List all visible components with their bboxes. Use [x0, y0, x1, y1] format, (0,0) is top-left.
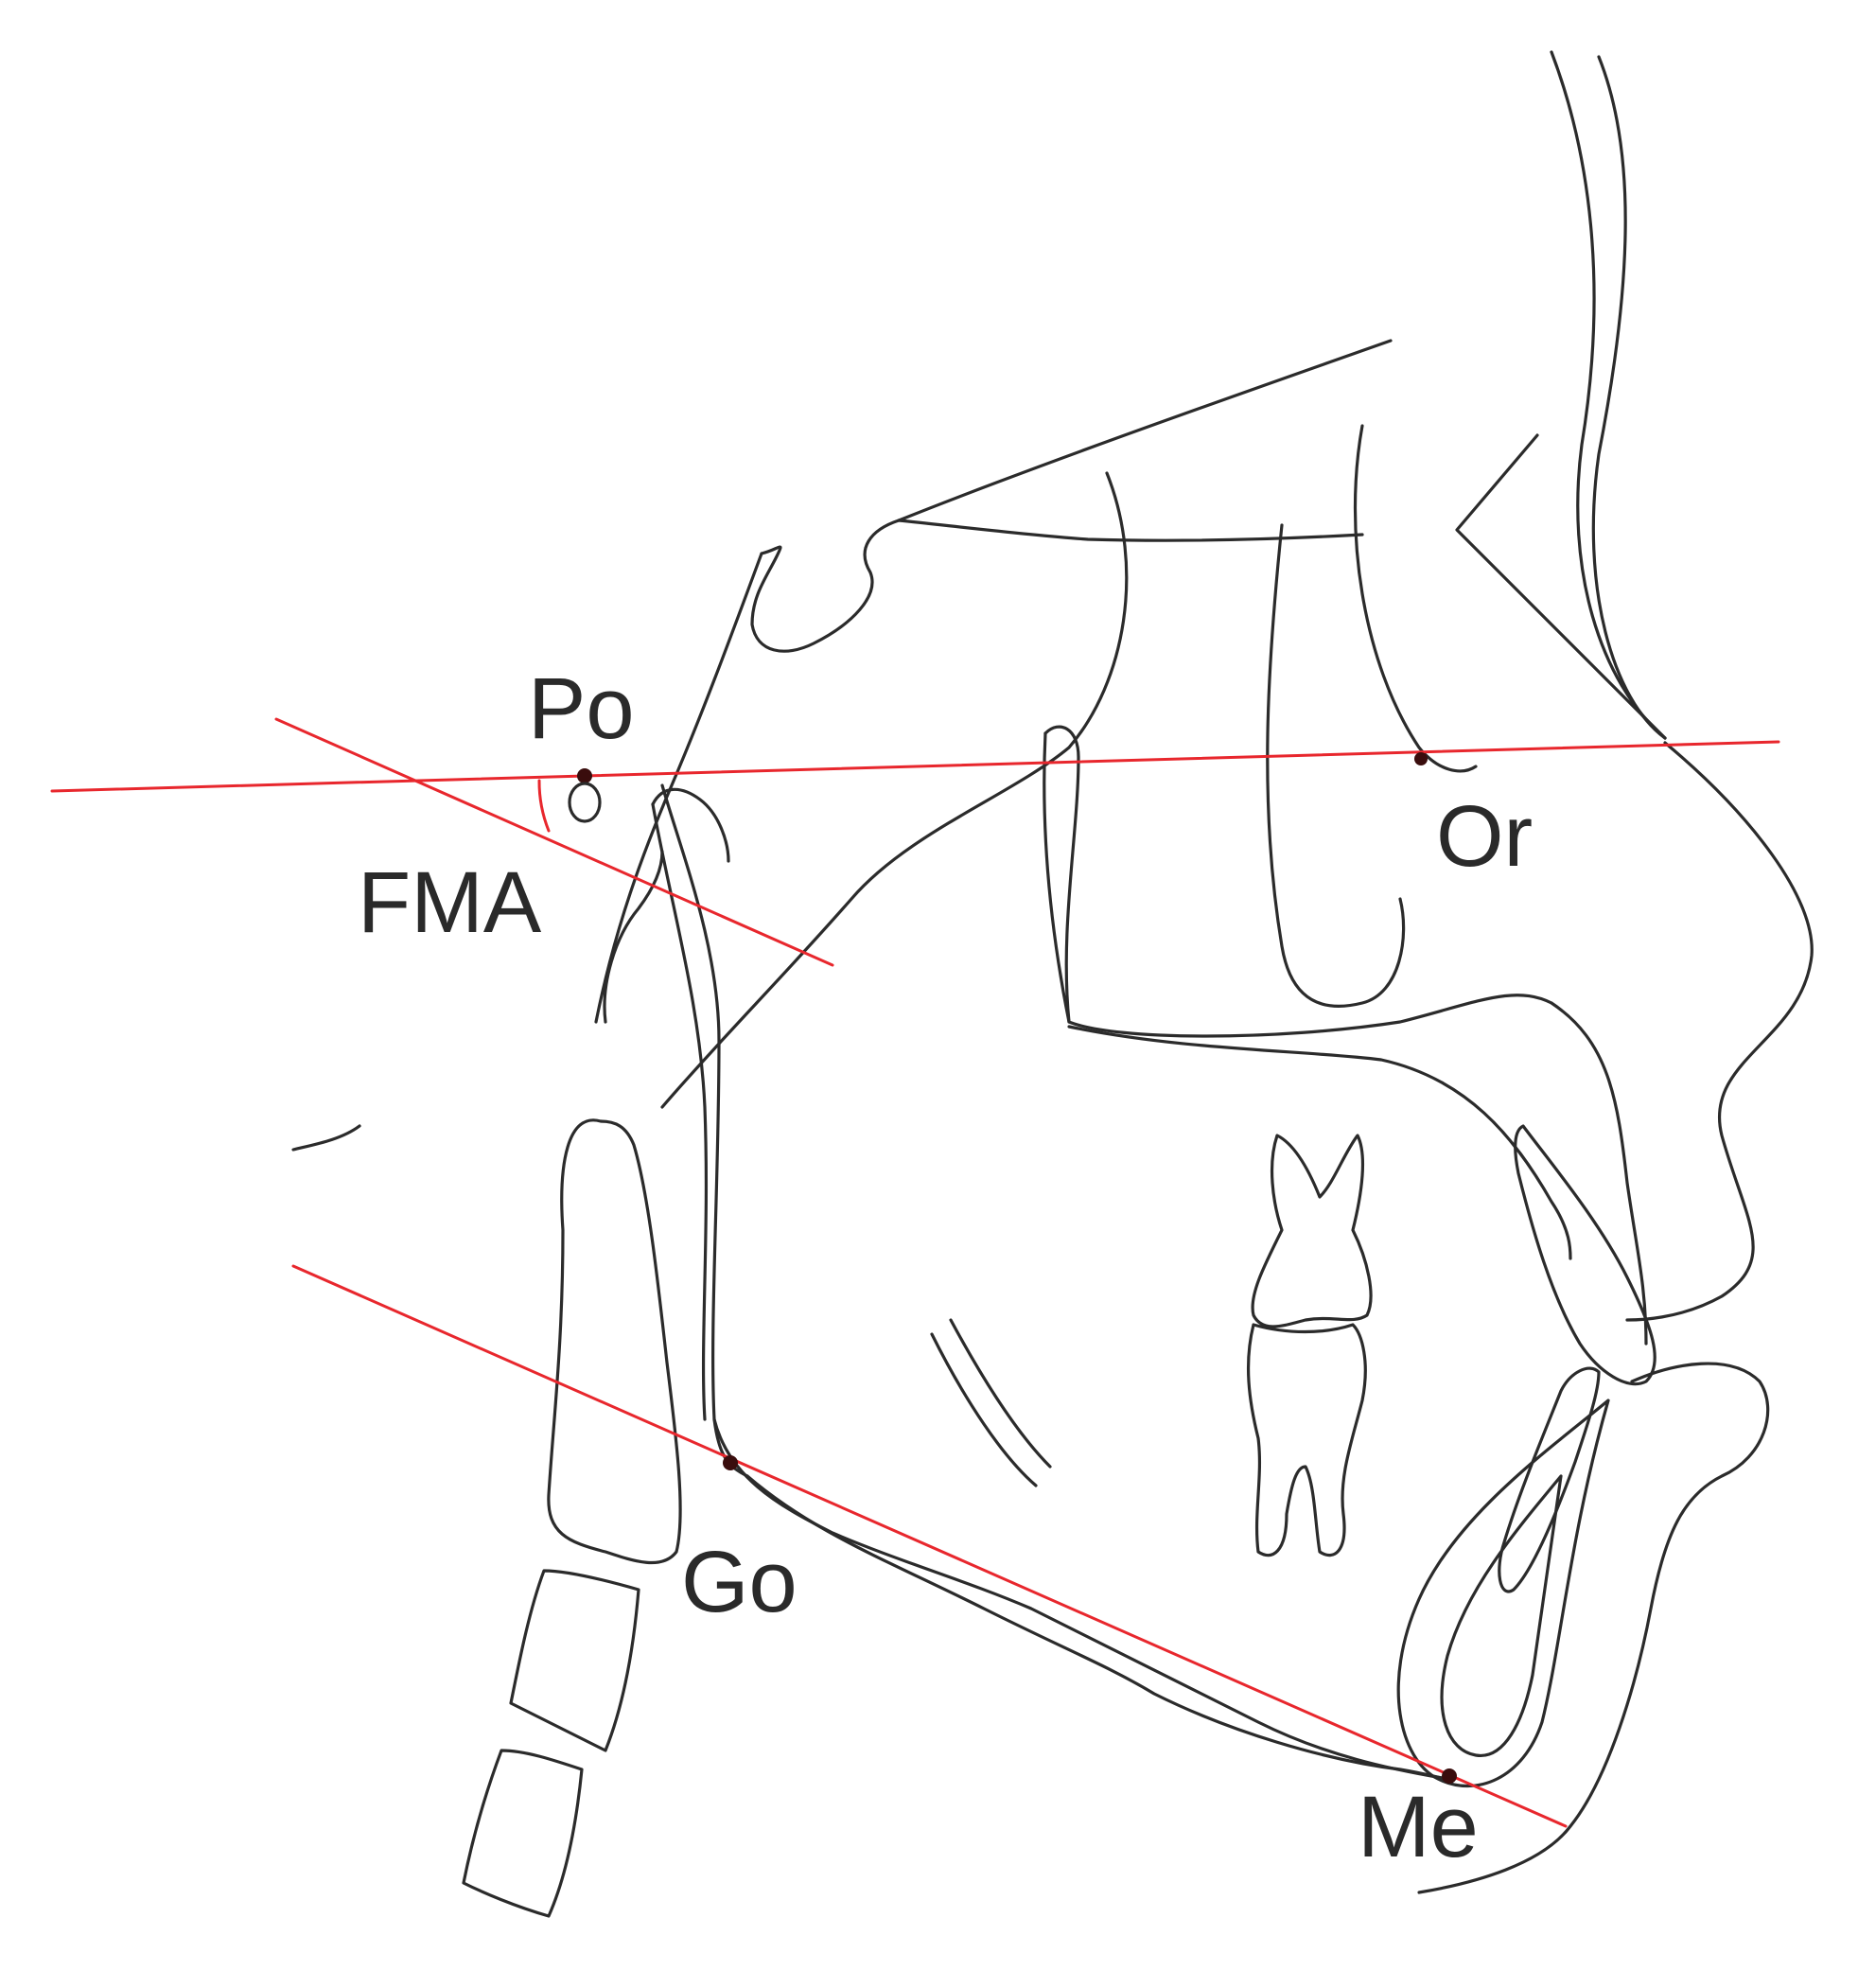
pterygoid-line [660, 471, 1129, 1109]
lower-lip [1417, 1362, 1770, 1894]
reference-lines [50, 717, 1780, 1828]
maxillary-sinus-posterior [1043, 725, 1080, 1024]
vertebra-dens [547, 1118, 682, 1565]
ramus-anterior [651, 802, 709, 1421]
porion-dot [577, 768, 592, 783]
nasal-bone-inner [1591, 55, 1667, 740]
coronoid-notch [603, 850, 664, 1024]
vertebra-c3 [462, 1749, 584, 1918]
orbit-frontal-process [1455, 433, 1667, 740]
label-go: Go [681, 1534, 798, 1630]
label-me: Me [1358, 1779, 1479, 1875]
pterygomaxillary-fissure [1266, 523, 1406, 1008]
mandibular-plane [291, 1264, 1568, 1828]
label-po: Po [528, 660, 635, 757]
maxilla-anterior [1067, 1025, 1572, 1260]
clivus [594, 552, 763, 1024]
anatomical-tracing [291, 50, 1814, 1918]
upper-incisor [1514, 1124, 1656, 1386]
ear-rod-ring [568, 782, 602, 823]
anterior-cranial-base [897, 339, 1393, 522]
ramus-posterior [660, 783, 749, 1478]
nasal-dorsum [1625, 741, 1814, 1322]
menton-dot [1442, 1768, 1457, 1784]
label-or: Or [1436, 788, 1533, 885]
maxillary-alveolus [1550, 1001, 1648, 1346]
planum [897, 519, 1364, 542]
upper-molar [1251, 1134, 1373, 1328]
palatal-plane [1043, 731, 1553, 1038]
symphysis-outer [1396, 1399, 1610, 1788]
labels: Po Or FMA Go Me [358, 660, 1533, 1875]
mandibular-border-inner [712, 1417, 1449, 1781]
symphysis-inner [1440, 1474, 1563, 1757]
ear-mark [291, 1124, 361, 1152]
condyle [651, 787, 730, 863]
landmarks [568, 752, 1457, 1784]
gonion-dot [723, 1455, 738, 1470]
oblique-line-1 [930, 1332, 1038, 1487]
orbit-rim [1353, 424, 1478, 773]
vertebra-c2 [509, 1569, 640, 1752]
lower-molar [1246, 1323, 1367, 1557]
frankfort-horizontal-plane [50, 740, 1780, 793]
sella-turcica [750, 519, 901, 653]
label-fma: FMA [358, 854, 542, 951]
oblique-line-2 [949, 1318, 1052, 1469]
fma-angle-arc [537, 779, 551, 833]
nasal-bone-outer [1550, 50, 1667, 740]
mandibular-plane-extension [274, 717, 834, 967]
lower-incisor [1498, 1366, 1601, 1593]
orbitale-dot [1414, 752, 1428, 765]
mandibular-border-outer [745, 1474, 1449, 1781]
